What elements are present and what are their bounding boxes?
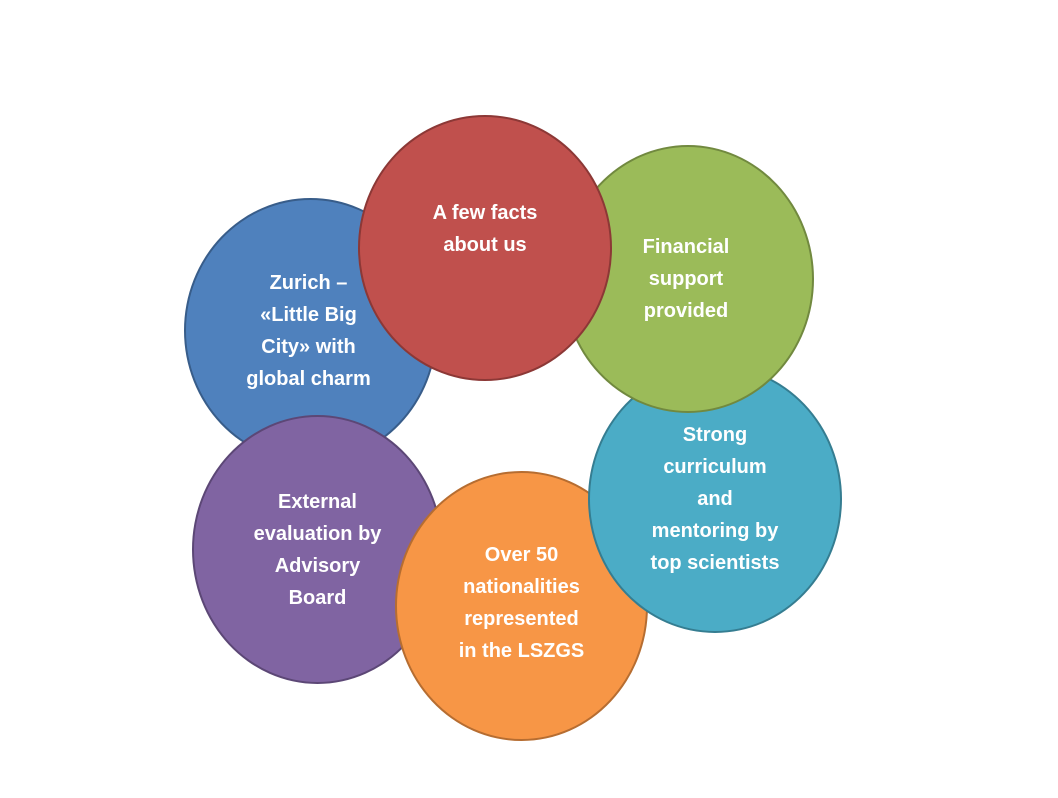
circle-external-evaluation-label: External evaluation by Advisory Board [253, 490, 382, 609]
circle-financial-support-label: Financial support provided [642, 236, 730, 322]
circle-few-facts-label: A few facts about us [432, 202, 538, 256]
circle-few-facts: A few facts about us [358, 115, 612, 381]
circle-external-evaluation: External evaluation by Advisory Board [192, 415, 443, 684]
circle-zurich-label: Zurich – «Little Big City» with global c… [246, 271, 371, 390]
circle-nationalities-label: Over 50 nationalities represented in the… [458, 544, 585, 662]
circle-curriculum-label: Strong curriculum and mentoring by top s… [650, 424, 780, 574]
